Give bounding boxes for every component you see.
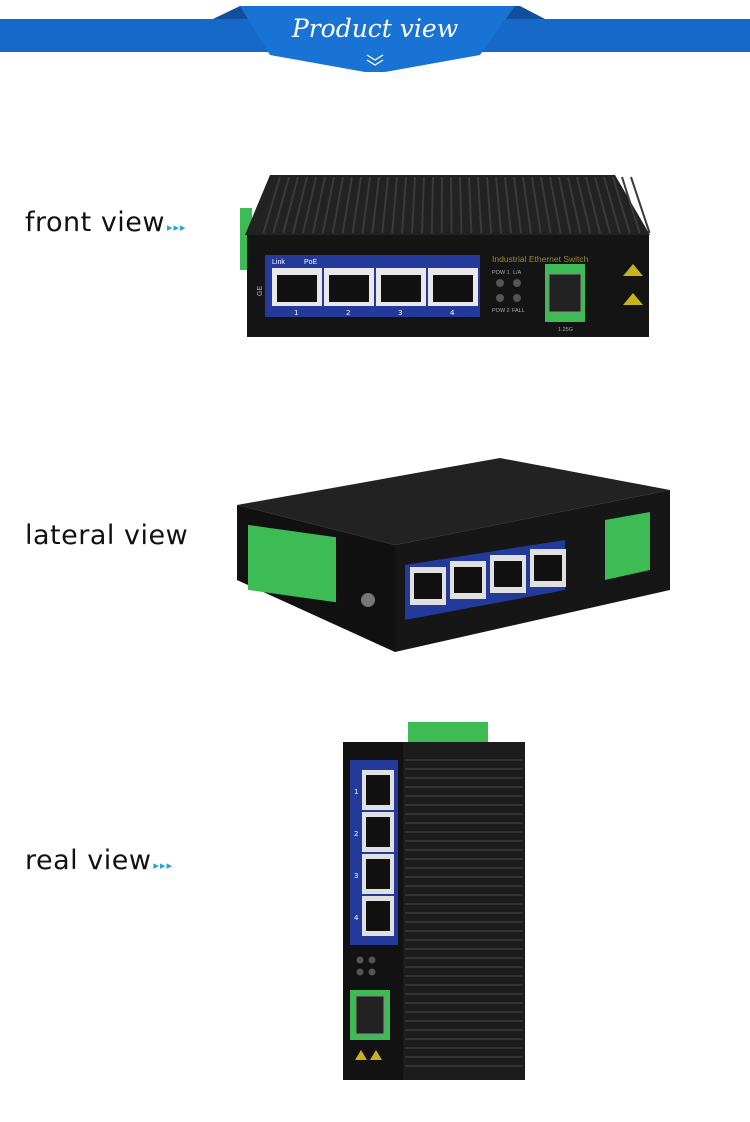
device-name: Industrial Ethernet Switch [492, 254, 589, 264]
poe-label: PoE [304, 259, 318, 266]
port-number: 3 [398, 309, 402, 317]
led-label-pow2: POW 2 [492, 308, 510, 314]
port-number: 4 [354, 914, 359, 922]
rj45-port: 3 [376, 268, 426, 317]
arrows-icon: ▸▸▸ [167, 221, 187, 234]
sfp-speed-label: 1.25G [558, 327, 573, 333]
front-view-image: Link PoE GE 1 2 3 4 Industrial Ethernet Swi… [240, 175, 651, 337]
real-view-text: real view [25, 845, 152, 876]
port-number: 2 [346, 309, 350, 317]
port-number: 4 [450, 309, 455, 317]
lateral-view-label: lateral view [25, 520, 188, 551]
port-number: 1 [354, 788, 358, 796]
real-view-label: real view▸▸▸ [25, 845, 173, 876]
led-label-pow1: POW 1 [492, 270, 510, 276]
port-number: 1 [294, 309, 298, 317]
port-number: 2 [354, 830, 358, 838]
lateral-view-text: lateral view [25, 520, 189, 551]
rj45-port: 1 [272, 268, 322, 317]
rj45-port: 4 [428, 268, 478, 317]
ge-label: GE [257, 286, 264, 296]
front-view-label: front view▸▸▸ [25, 207, 187, 238]
led-label-la: L/A [513, 270, 522, 276]
link-label: Link [272, 259, 285, 266]
front-view-text: front view [25, 207, 165, 238]
rj45-port: 2 [324, 268, 374, 317]
port-number: 3 [354, 872, 358, 880]
led-label-fall: FALL [512, 308, 525, 314]
ribbon-shape [0, 6, 750, 72]
real-view-image: 1 2 3 4 [343, 722, 525, 1080]
arrows-icon: ▸▸▸ [153, 859, 173, 872]
lateral-view-image [237, 458, 670, 652]
double-chevron-down-icon [366, 54, 384, 66]
page-title: Product view [291, 14, 459, 43]
